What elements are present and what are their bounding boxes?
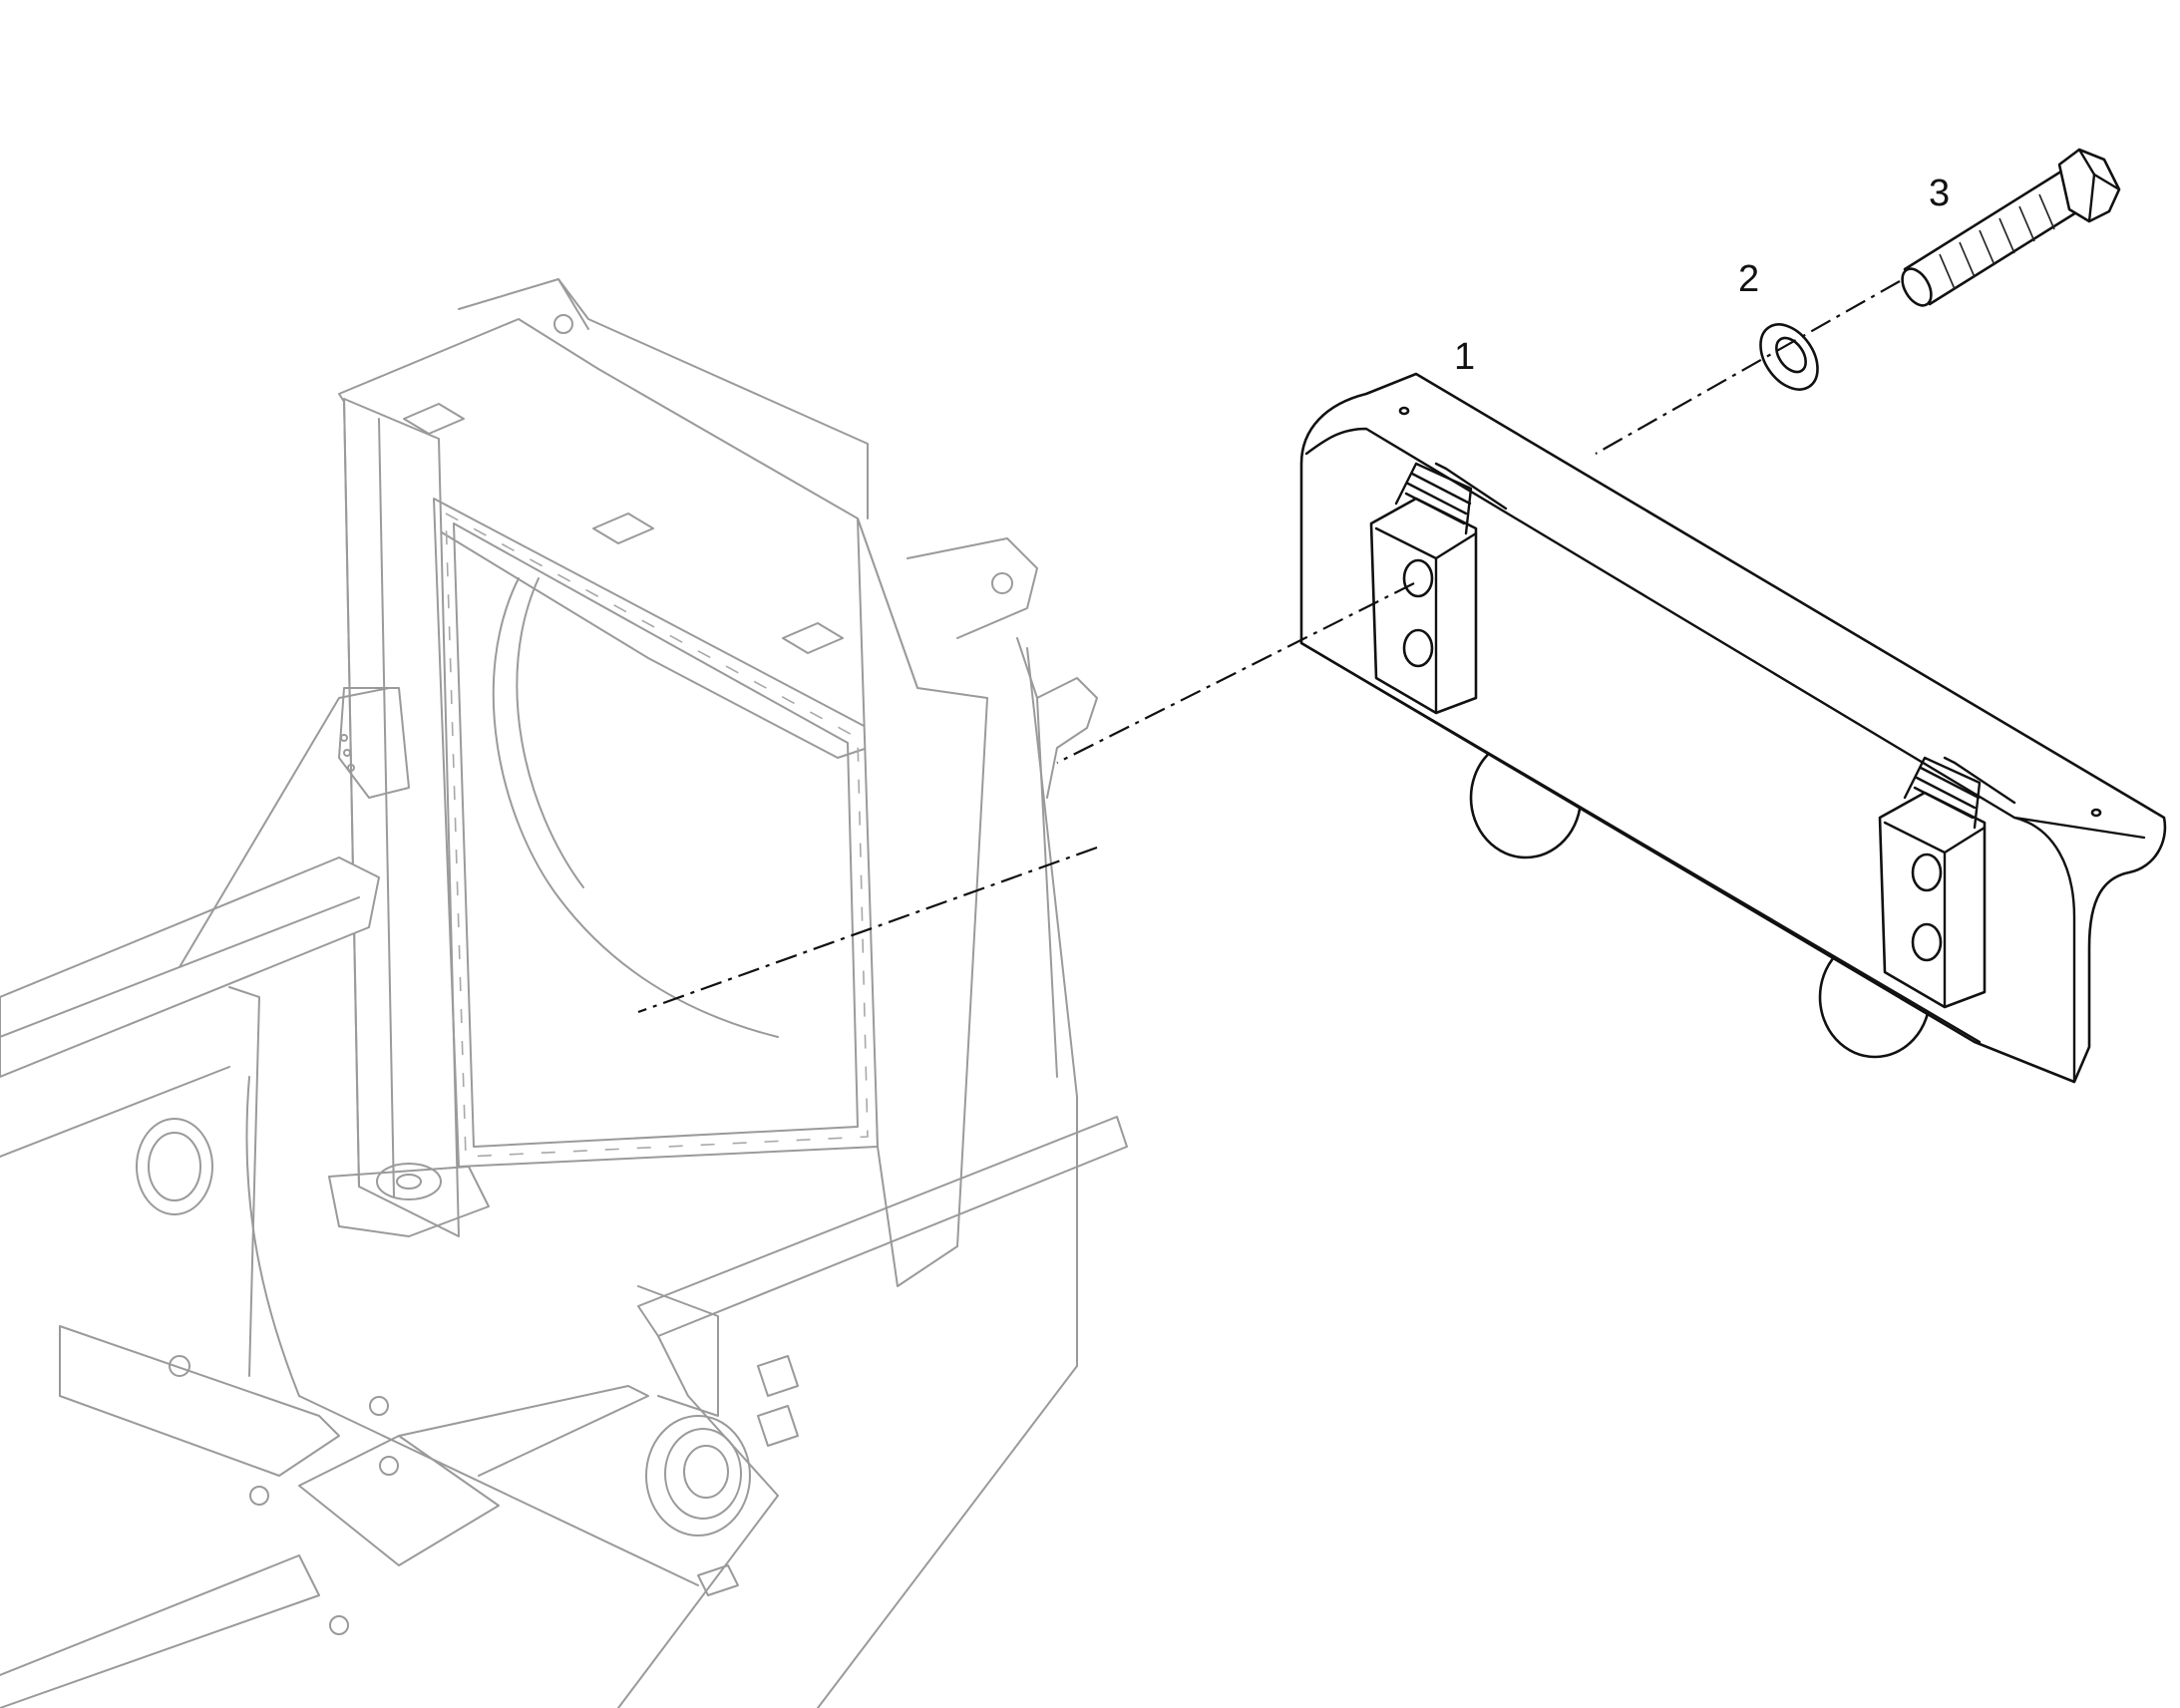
callout-2: 2: [1738, 258, 1759, 300]
part-1-counterweight: [1299, 372, 2167, 1084]
callout-labels: 1 2 3: [1454, 172, 1950, 378]
machine-frame: [0, 278, 1128, 1708]
callout-1: 1: [1454, 336, 1475, 378]
assembly-axes: [637, 280, 1901, 1014]
callout-3: 3: [1929, 172, 1950, 214]
part-3-bolt: [1901, 148, 2121, 307]
